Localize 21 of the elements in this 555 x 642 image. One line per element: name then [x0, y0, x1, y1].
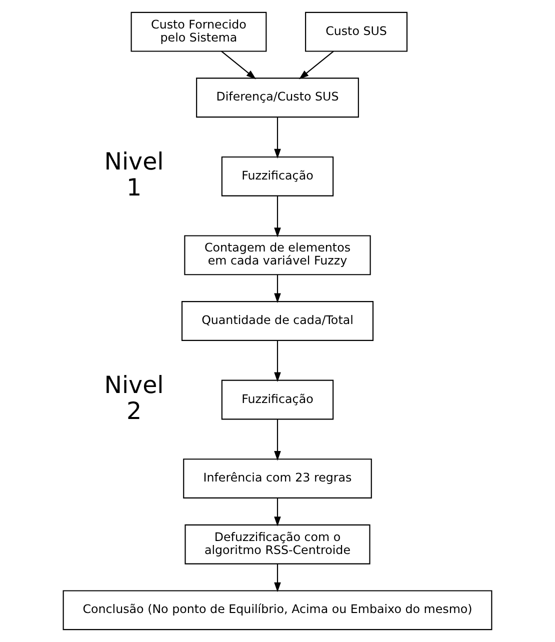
label: Nivel 1 [104, 148, 164, 202]
node-box: Custo Fornecido pelo Sistema [130, 12, 267, 52]
node-box: Defuzzificação com o algoritmo RSS-Centroide [184, 524, 370, 564]
arrow [274, 419, 281, 461]
node-box: Fuzzificação [221, 156, 334, 196]
node-box: Custo SUS [305, 12, 408, 52]
arrow [221, 50, 256, 80]
arrow [274, 498, 281, 526]
node-box: Quantidade de cada/Total [181, 301, 374, 341]
label: Nivel 2 [104, 370, 164, 425]
node-box: Contagem de elementos em cada variável Fuzzy [184, 235, 371, 276]
node-box: Diferença/Custo SUS [196, 78, 359, 118]
arrow [298, 50, 334, 80]
node-box: Conclusão (No ponto de Equilíbrio, Acima ou Embaixo do mesmo) [62, 590, 492, 630]
node-box: Fuzzificação [221, 380, 334, 420]
arrow [274, 564, 281, 592]
node-box: Inferência com 23 regras [183, 458, 372, 498]
arrow [274, 340, 281, 382]
arrow [274, 196, 281, 238]
arrow [274, 117, 281, 159]
arrow [274, 274, 281, 303]
